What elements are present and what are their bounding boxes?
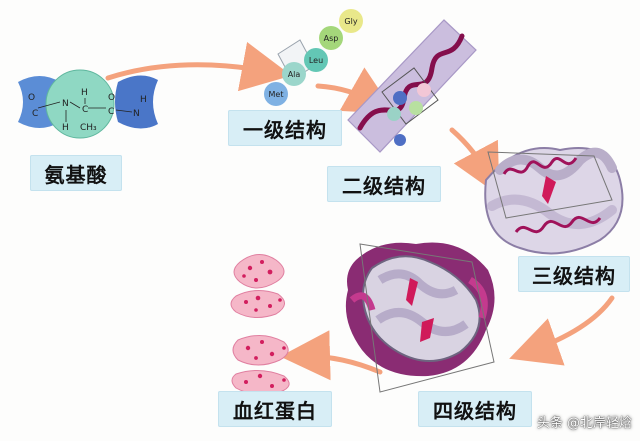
quaternary-plane — [359, 243, 495, 393]
helix-residue-1 — [393, 91, 407, 105]
residue-gly-label: Gly — [344, 17, 357, 26]
arrow-secondary-to-tertiary — [449, 127, 500, 196]
residue-asp-label: Asp — [324, 34, 339, 43]
arrow-quaternary-to-hemoglobin — [280, 330, 383, 381]
atom-o-left: O — [28, 93, 35, 103]
atom-c-mid: C — [82, 105, 88, 115]
label-hemoglobin: 血红蛋白 — [218, 391, 332, 427]
atom-h-right: H — [140, 95, 147, 105]
center-circle — [45, 69, 115, 139]
rbc-1 — [233, 254, 285, 289]
right-blob — [115, 75, 158, 129]
tertiary-heme — [542, 176, 556, 204]
secondary-structure — [347, 19, 477, 153]
arrow-amino-to-primary — [105, 41, 292, 92]
atom-n-right: N — [133, 109, 140, 119]
label-quaternary-structure: 四级结构 — [418, 391, 532, 427]
residue-ala-label: Ala — [288, 70, 301, 79]
helix-residue-5 — [394, 134, 406, 146]
arrow-tertiary-to-quaternary — [509, 295, 615, 366]
helix-residue-4 — [409, 101, 423, 115]
quaternary-heme-2 — [420, 318, 434, 342]
red-blood-cells — [230, 254, 290, 395]
residue-leu — [304, 48, 328, 72]
label-primary-structure: 一级结构 — [228, 110, 342, 146]
residue-gly — [339, 9, 363, 33]
amino-acid-molecule: O C N H H C CH₃ O C N H — [18, 69, 158, 139]
tertiary-helix-1 — [502, 157, 578, 175]
atom-o-right: O — [108, 93, 115, 103]
residue-met — [264, 82, 288, 106]
tertiary-plane — [487, 151, 613, 219]
residue-leu-label: Leu — [309, 56, 323, 65]
atom-n-mid: N — [62, 99, 69, 109]
atom-ch3: CH₃ — [80, 123, 97, 133]
residue-asp — [319, 26, 343, 50]
atom-h-left: H — [62, 123, 69, 133]
atom-c-right: C — [108, 107, 114, 117]
tertiary-structure — [484, 147, 624, 255]
atom-h-top: H — [81, 88, 88, 98]
residue-met-label: Met — [269, 90, 284, 99]
label-tertiary-structure: 三级结构 — [518, 256, 630, 292]
amino-acid-chain: Gly Asp Leu Ala Met — [264, 9, 363, 106]
rbc-2 — [230, 290, 285, 318]
atom-c-left: C — [32, 109, 38, 119]
quaternary-heme-1 — [406, 278, 418, 306]
quaternary-structure — [345, 242, 495, 393]
helix-residue-2 — [417, 83, 431, 97]
alpha-helix-ribbon — [357, 33, 465, 131]
label-secondary-structure: 二级结构 — [327, 166, 441, 202]
watermark: 头条 @北岸轻焓 — [536, 416, 632, 431]
label-amino-acid: 氨基酸 — [30, 155, 122, 191]
residue-ala — [282, 62, 306, 86]
rbc-3 — [232, 335, 289, 366]
helix-residue-3 — [387, 107, 401, 121]
tertiary-helix-2 — [514, 215, 602, 234]
